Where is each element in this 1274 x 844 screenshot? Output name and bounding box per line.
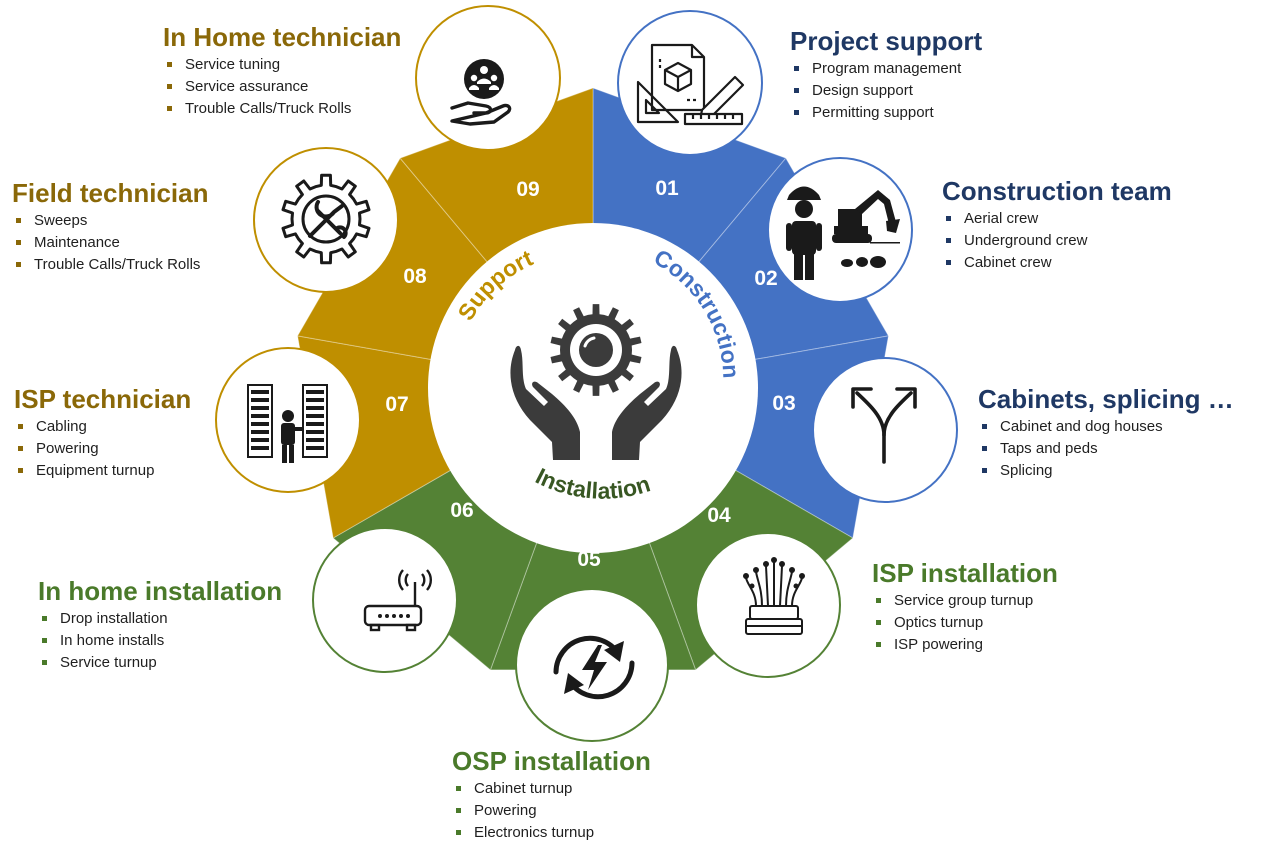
segment-title: In home installation (38, 576, 283, 606)
gear-wrench-icon (281, 173, 371, 265)
segment-number-02: 02 (754, 267, 777, 290)
fiber-optics-icon (743, 557, 805, 635)
segment-bullet-item: Splicing (978, 460, 1234, 482)
icon-circle-06 (312, 527, 458, 673)
segment-bullet-item: Cabinet turnup (452, 778, 651, 800)
segment-bullet-item: Service assurance (163, 76, 401, 98)
segment-number-05: 05 (577, 548, 601, 571)
segment-number-01: 01 (655, 177, 679, 200)
split-arrows-icon (851, 387, 917, 464)
segment-bullet-item: Trouble Calls/Truck Rolls (163, 98, 401, 120)
segment-number-03: 03 (772, 392, 795, 415)
segment-bullet-item: Optics turnup (872, 612, 1058, 634)
wifi-router-icon (363, 569, 432, 632)
segment-title: Construction team (942, 176, 1172, 206)
segment-number-09: 09 (516, 178, 539, 201)
segment-bullet-item: Service turnup (38, 652, 282, 674)
segment-bullet-item: Cabling (14, 416, 191, 438)
segment-bullet-item: Equipment turnup (14, 460, 191, 482)
segment-number-08: 08 (403, 265, 427, 288)
segment-bullet-item: Permitting support (790, 102, 982, 124)
segment-bullet-item: Program management (790, 58, 982, 80)
segment-title: OSP installation (452, 746, 651, 776)
segment-bullet-item: Drop installation (38, 608, 282, 630)
segment-bullet-item: Cabinet and dog houses (978, 416, 1234, 438)
segment-numbers: 01 02 03 04 05 06 07 08 09 (385, 177, 795, 571)
segment-bullet-item: ISP powering (872, 634, 1058, 656)
power-cycle-icon (553, 635, 635, 700)
segment-number-06: 06 (450, 499, 473, 522)
segment-bullet-item: Electronics turnup (452, 822, 651, 844)
server-technician-icon (247, 384, 328, 463)
segment-bullet-item: Trouble Calls/Truck Rolls (12, 254, 209, 276)
segment-bullet-item: Service tuning (163, 54, 401, 76)
gear-in-hands-icon (510, 304, 682, 460)
blueprint-design-icon (636, 43, 745, 126)
people-in-hand-icon (450, 59, 512, 126)
segment-number-04: 04 (707, 504, 731, 527)
segment-bullet-item: Maintenance (12, 232, 209, 254)
segment-bullet-item: Sweeps (12, 210, 209, 232)
segment-title: Project support (790, 26, 983, 56)
segment-title: In Home technician (163, 22, 402, 52)
segment-title: Field technician (12, 178, 209, 208)
segment-bullet-item: Design support (790, 80, 982, 102)
segment-bullet-item: Powering (452, 800, 651, 822)
segment-bullet-item: Cabinet crew (942, 252, 1172, 274)
segment-bullet-item: In home installs (38, 630, 282, 652)
segment-text-03: Cabinets, splicing …Cabinet and dog hous… (978, 384, 1234, 482)
segment-number-07: 07 (385, 393, 408, 416)
segment-title: ISP technician (14, 384, 192, 414)
segment-bullet-item: Taps and peds (978, 438, 1234, 460)
worker-excavator-icon (786, 186, 900, 280)
segment-bullet-item: Underground crew (942, 230, 1172, 252)
segment-bullet-item: Service group turnup (872, 590, 1058, 612)
segment-bullet-item: Powering (14, 438, 191, 460)
segment-bullet-item: Aerial crew (942, 208, 1172, 230)
segment-title: Cabinets, splicing … (978, 384, 1234, 414)
segment-title: ISP installation (872, 558, 1058, 588)
